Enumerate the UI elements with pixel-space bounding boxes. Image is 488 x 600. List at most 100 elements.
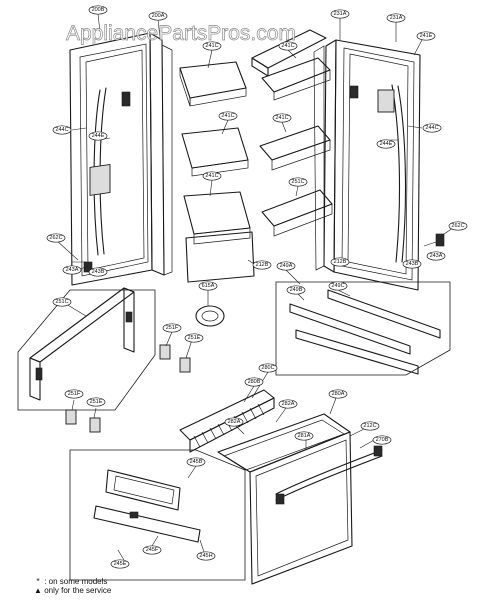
svg-text:243B: 243B xyxy=(92,269,105,275)
left-frame-assembly[interactable] xyxy=(17,287,191,433)
callout: 245B xyxy=(186,457,206,467)
svg-text:212B: 212B xyxy=(334,259,347,265)
svg-text:241C: 241C xyxy=(221,113,234,119)
svg-text:245H: 245H xyxy=(199,553,212,559)
callout: 241E xyxy=(416,31,436,41)
svg-text:251E: 251E xyxy=(188,335,201,341)
svg-text:244E: 244E xyxy=(380,141,393,147)
lower-drawer-group[interactable] xyxy=(69,449,246,581)
svg-text:262C: 262C xyxy=(451,223,464,229)
svg-text:245F: 245F xyxy=(146,547,159,553)
callout: 244E xyxy=(88,131,108,141)
callout: 212C xyxy=(360,421,380,431)
svg-text:241C: 241C xyxy=(205,43,218,49)
watermark-text: AppliancePartsPros.com xyxy=(66,22,296,45)
svg-text:282A: 282A xyxy=(228,419,241,425)
callout: 241C xyxy=(278,41,298,51)
callout: 200A xyxy=(148,11,168,21)
left-door[interactable] xyxy=(69,32,173,286)
svg-text:249A: 249A xyxy=(280,263,293,269)
callout: 245F xyxy=(142,545,162,555)
callout: 280B xyxy=(244,377,264,387)
svg-text:212C: 212C xyxy=(363,423,376,429)
svg-text:243A: 243A xyxy=(430,253,443,259)
svg-text:245B: 245B xyxy=(190,459,203,465)
callout: 251E xyxy=(184,333,204,343)
callout: 280C xyxy=(258,363,278,373)
svg-text:243A: 243A xyxy=(66,267,79,273)
callout: 245E xyxy=(110,559,130,569)
callout: 241C xyxy=(272,113,292,123)
callout: 212B xyxy=(252,260,272,270)
callout: 200B xyxy=(88,5,108,15)
svg-text:251E: 251E xyxy=(90,399,103,405)
callout: 251F xyxy=(64,389,84,399)
freezer-drawer[interactable] xyxy=(217,413,383,585)
rail-assembly[interactable] xyxy=(275,281,451,376)
svg-text:244C: 244C xyxy=(55,127,68,133)
callout: 249B xyxy=(286,285,306,295)
callout: 281A xyxy=(294,431,314,441)
svg-text:200A: 200A xyxy=(152,13,165,19)
svg-text:280B: 280B xyxy=(248,379,261,385)
callout: 262C xyxy=(448,221,468,231)
legend-row: * : on some models xyxy=(34,577,111,586)
svg-text:280C: 280C xyxy=(261,365,274,371)
legend: * : on some models ▲ only for the servic… xyxy=(34,577,111,595)
callout: 249A xyxy=(276,261,296,271)
callout: 615A xyxy=(198,281,218,291)
svg-text:212B: 212B xyxy=(256,262,269,268)
legend-text: only for the service xyxy=(44,586,112,595)
svg-text:251F: 251F xyxy=(68,391,81,397)
callout: 212B xyxy=(330,257,350,267)
callout: 244E xyxy=(376,139,396,149)
svg-text:241C: 241C xyxy=(275,115,288,121)
legend-text: : on some models xyxy=(44,577,108,586)
callout: 241C xyxy=(202,41,222,51)
svg-text:251F: 251F xyxy=(166,325,179,331)
callout: 241C xyxy=(202,171,222,181)
callout: 244C xyxy=(52,125,72,135)
svg-text:270B: 270B xyxy=(376,437,389,443)
svg-text:251C: 251C xyxy=(55,299,68,305)
svg-text:241C: 241C xyxy=(205,173,218,179)
callout: 251C xyxy=(288,177,308,187)
svg-text:243B: 243B xyxy=(406,261,419,267)
svg-text:231A: 231A xyxy=(334,11,347,17)
svg-text:245E: 245E xyxy=(114,561,127,567)
callout: 243B xyxy=(402,259,422,269)
svg-text:251C: 251C xyxy=(291,179,304,185)
callout: 231A xyxy=(386,13,406,23)
callout: 243A xyxy=(62,265,82,275)
door-bins[interactable] xyxy=(179,29,333,283)
callout: 262C xyxy=(46,233,66,243)
callout: 270B xyxy=(372,435,392,445)
callout: 280A xyxy=(328,389,348,399)
callout: 251F xyxy=(162,323,182,333)
svg-text:249C: 249C xyxy=(331,283,344,289)
filter-assembly[interactable] xyxy=(195,305,225,327)
svg-text:244C: 244C xyxy=(425,125,438,131)
callout: 249C xyxy=(328,281,348,291)
callout: 245H xyxy=(196,551,216,561)
svg-text:241C: 241C xyxy=(281,43,294,49)
svg-text:244E: 244E xyxy=(92,133,105,139)
callout-labels: 200B 200A 241C 241C 241C 212B 244C 244E … xyxy=(46,5,468,569)
svg-text:262C: 262C xyxy=(49,235,62,241)
callout: 251C xyxy=(52,297,72,307)
legend-symbol: ▲ xyxy=(34,586,42,595)
callout: 282A xyxy=(278,399,298,409)
callout: 251E xyxy=(86,397,106,407)
right-door[interactable] xyxy=(313,39,445,291)
svg-text:281A: 281A xyxy=(298,433,311,439)
callout: 244C xyxy=(422,123,442,133)
callout: 241C xyxy=(218,111,238,121)
legend-row: ▲ only for the service xyxy=(34,586,111,595)
svg-text:282A: 282A xyxy=(282,401,295,407)
svg-text:615A: 615A xyxy=(202,283,215,289)
svg-text:200B: 200B xyxy=(92,7,105,13)
callout: 243A xyxy=(426,251,446,261)
callout: 282A xyxy=(224,417,244,427)
svg-text:280A: 280A xyxy=(332,391,345,397)
